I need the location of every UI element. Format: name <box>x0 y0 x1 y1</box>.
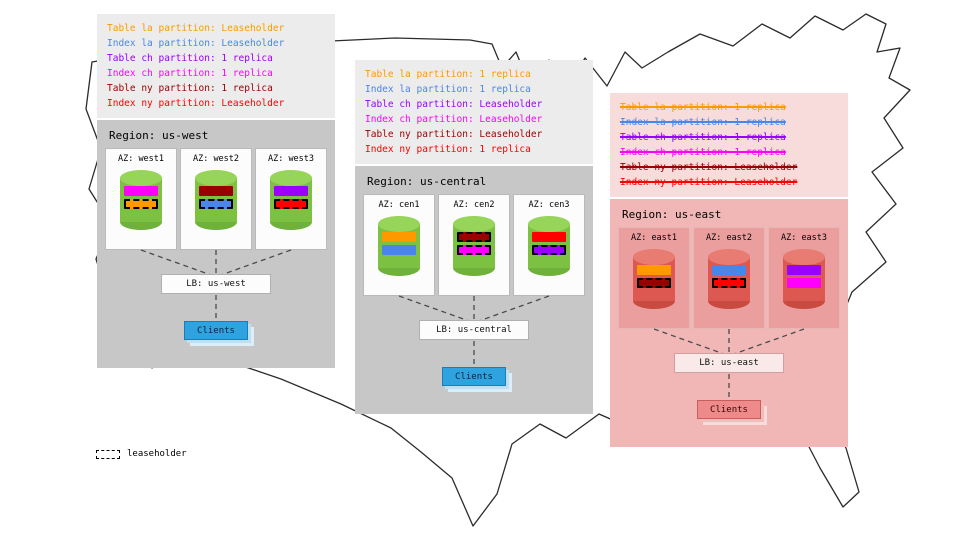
az-label: AZ: west1 <box>117 154 165 164</box>
az-label: AZ: west2 <box>192 154 240 164</box>
partition-bar <box>787 278 821 288</box>
partition-bar <box>382 245 416 255</box>
az-label: AZ: cen1 <box>378 200 420 210</box>
legend-label: leaseholder <box>127 449 187 459</box>
database-cylinder <box>781 248 827 310</box>
partition-bar <box>712 265 746 275</box>
annotation-line: Index ch partition: 1 replica <box>620 147 786 158</box>
az-box: AZ: east2 <box>693 227 765 329</box>
partition-bar <box>124 199 158 209</box>
az-label: AZ: east3 <box>780 233 828 243</box>
az-row: AZ: east1 AZ: east2 <box>610 227 848 329</box>
annotation-line: Index ny partition: Leaseholder <box>620 177 798 188</box>
load-balancer-box: LB: us-central <box>419 320 529 340</box>
clients-box: Clients <box>697 400 761 419</box>
leaseholder-swatch-icon <box>96 449 120 459</box>
partition-annotation-box-us-west: Table la partition: Leaseholder Index la… <box>97 14 335 118</box>
annotation-line: Table ny partition: 1 replica <box>107 83 273 94</box>
annotation-line: Table la partition: 1 replica <box>365 69 531 80</box>
annotation-line: Index ny partition: 1 replica <box>365 144 531 155</box>
clients-box: Clients <box>442 367 506 386</box>
partition-bar <box>199 199 233 209</box>
az-row: AZ: west1 AZ: west2 <box>97 148 335 250</box>
region-column-us-east: Table la partition: 1 replica Index la p… <box>610 93 848 447</box>
az-row: AZ: cen1 AZ: cen2 <box>355 194 593 296</box>
partition-bar <box>637 278 671 288</box>
annotation-line: Index la partition: Leaseholder <box>107 38 285 49</box>
partition-bar <box>274 186 308 196</box>
partition-bar <box>532 232 566 242</box>
database-cylinder <box>706 248 752 310</box>
region-box-us-central: Region: us-central AZ: cen1 AZ: cen2 <box>355 166 593 414</box>
az-label: AZ: cen3 <box>528 200 570 210</box>
az-box: AZ: east3 <box>768 227 840 329</box>
annotation-line: Table la partition: Leaseholder <box>107 23 285 34</box>
az-box: AZ: west1 <box>105 148 177 250</box>
database-cylinder <box>118 169 164 231</box>
database-cylinder <box>526 215 572 277</box>
partition-bar <box>532 245 566 255</box>
az-box: AZ: cen1 <box>363 194 435 296</box>
az-box: AZ: cen2 <box>438 194 510 296</box>
database-cylinder <box>376 215 422 277</box>
az-label: AZ: east1 <box>630 233 678 243</box>
az-box: AZ: west2 <box>180 148 252 250</box>
partition-bar <box>382 232 416 242</box>
legend: leaseholder <box>96 449 187 459</box>
database-cylinder <box>268 169 314 231</box>
load-balancer-box: LB: us-west <box>161 274 271 294</box>
az-box: AZ: east1 <box>618 227 690 329</box>
partition-bar <box>199 186 233 196</box>
az-box: AZ: cen3 <box>513 194 585 296</box>
partition-bar <box>637 265 671 275</box>
load-balancer-box: LB: us-east <box>674 353 784 373</box>
annotation-line: Index ch partition: 1 replica <box>107 68 273 79</box>
partition-bar <box>274 199 308 209</box>
annotation-line: Table ch partition: Leaseholder <box>365 99 543 110</box>
partition-bar <box>787 265 821 275</box>
annotation-line: Table la partition: 1 replica <box>620 102 786 113</box>
partition-bar <box>712 278 746 288</box>
partition-bar <box>457 245 491 255</box>
clients-box: Clients <box>184 321 248 340</box>
annotation-line: Table ch partition: 1 replica <box>107 53 273 64</box>
region-box-us-west: Region: us-west AZ: west1 AZ: west2 <box>97 120 335 368</box>
region-title: Region: us-east <box>622 208 722 221</box>
region-column-us-west: Table la partition: Leaseholder Index la… <box>97 14 335 368</box>
region-box-us-east: Region: us-east AZ: east1 AZ: east2 <box>610 199 848 447</box>
database-cylinder-icon <box>195 170 237 230</box>
az-box: AZ: west3 <box>255 148 327 250</box>
database-cylinder <box>193 169 239 231</box>
annotation-line: Index ch partition: Leaseholder <box>365 114 543 125</box>
annotation-line: Index la partition: 1 replica <box>365 84 531 95</box>
annotation-line: Table ch partition: 1 replica <box>620 132 786 143</box>
region-title: Region: us-west <box>109 129 209 142</box>
annotation-line: Table ny partition: Leaseholder <box>620 162 798 173</box>
partition-bar <box>457 232 491 242</box>
az-label: AZ: west3 <box>267 154 315 164</box>
partition-annotation-box-us-east: Table la partition: 1 replica Index la p… <box>610 93 848 197</box>
az-label: AZ: cen2 <box>453 200 495 210</box>
region-column-us-central: Table la partition: 1 replica Index la p… <box>355 60 593 414</box>
partition-bar <box>124 186 158 196</box>
annotation-line: Table ny partition: Leaseholder <box>365 129 543 140</box>
annotation-line: Index ny partition: Leaseholder <box>107 98 285 109</box>
annotation-line: Index la partition: 1 replica <box>620 117 786 128</box>
database-cylinder <box>631 248 677 310</box>
az-label: AZ: east2 <box>705 233 753 243</box>
region-title: Region: us-central <box>367 175 487 188</box>
database-cylinder <box>451 215 497 277</box>
partition-annotation-box-us-central: Table la partition: 1 replica Index la p… <box>355 60 593 164</box>
